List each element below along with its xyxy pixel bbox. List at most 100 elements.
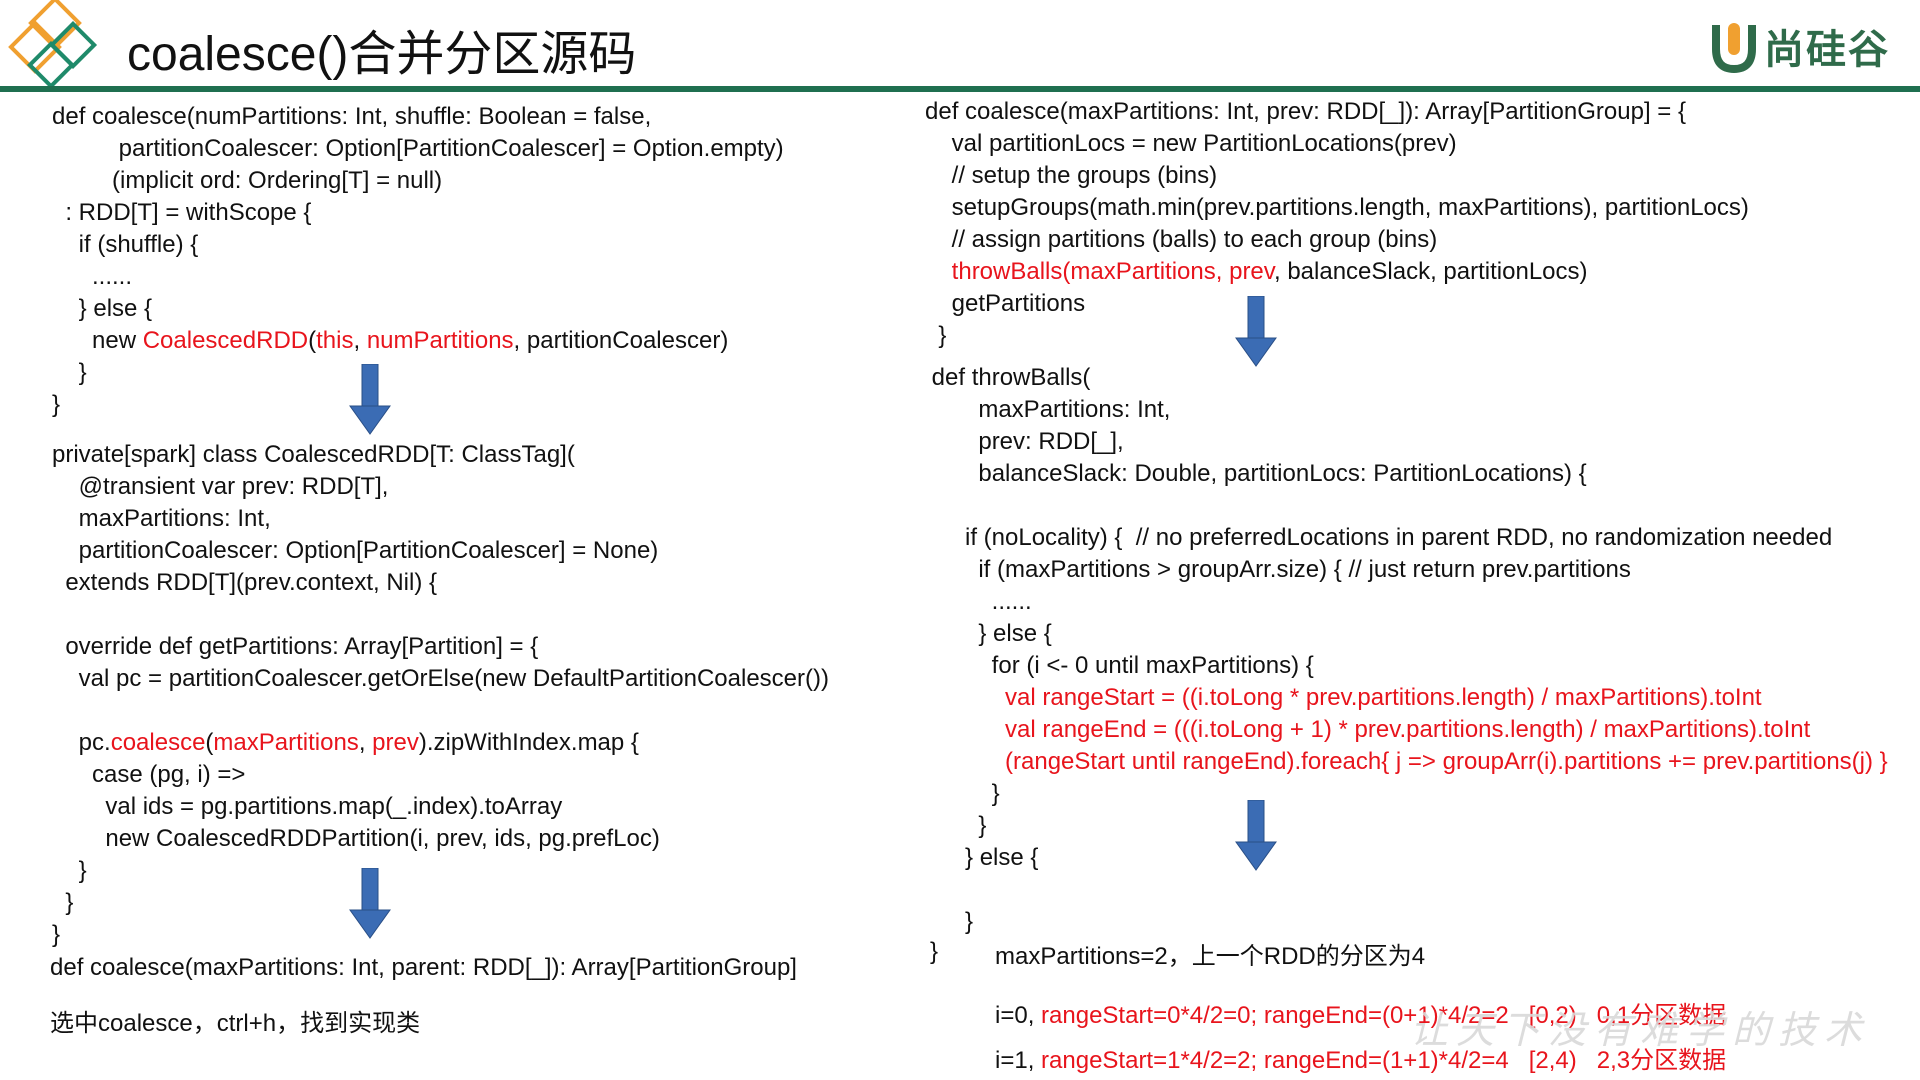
code-text: , balanceSlack, partitionLocs) bbox=[1274, 258, 1588, 285]
example-i0: i=0, rangeStart=0*4/2=0; rangeEnd=(0+1)*… bbox=[995, 995, 1726, 1030]
code-text: } bbox=[52, 359, 87, 386]
example-i0-calc: rangeStart=0*4/2=0; rangeEnd=(0+1)*4/2=2… bbox=[1041, 1002, 1727, 1029]
code-text: new CoalescedRDDPartition(i, prev, ids, … bbox=[52, 825, 660, 852]
code-line: pc.coalesce(maxPartitions, prev).zipWith… bbox=[52, 727, 829, 759]
header-divider bbox=[0, 86, 1920, 92]
left-code-coalesced-rdd: private[spark] class CoalescedRDD[T: Cla… bbox=[52, 439, 829, 951]
watermark-text: 让天下没有难学的技术 bbox=[1409, 1008, 1870, 1052]
brand-name: 尚硅谷 bbox=[1764, 28, 1890, 72]
code-text: ( bbox=[308, 327, 317, 354]
example-note: maxPartitions=2，上一个RDD的分区为4 bbox=[995, 943, 1426, 970]
code-text: for (i <- 0 until maxPartitions) { bbox=[925, 652, 1314, 679]
code-highlight: maxPartitions bbox=[213, 729, 359, 756]
code-highlight: prev bbox=[372, 729, 419, 756]
code-line: } else { bbox=[925, 618, 1888, 650]
right-closing-brace: } bbox=[930, 938, 939, 965]
code-line: balanceSlack: Double, partitionLocs: Par… bbox=[925, 458, 1888, 490]
code-text: partitionCoalescer: Option[PartitionCoal… bbox=[52, 135, 784, 162]
code-highlight: coalesce bbox=[110, 729, 206, 756]
code-line: prev: RDD[_], bbox=[925, 426, 1888, 458]
code-line: val pc = partitionCoalescer.getOrElse(ne… bbox=[52, 663, 829, 695]
code-line: val ids = pg.partitions.map(_.index).toA… bbox=[52, 791, 829, 823]
code-text: } bbox=[925, 812, 987, 839]
code-text: partitionCoalescer: Option[PartitionCoal… bbox=[52, 537, 659, 564]
code-highlight: val rangeStart = ((i.toLong * prev.parti… bbox=[925, 684, 1762, 711]
code-text: def coalesce(numPartitions: Int, shuffle… bbox=[52, 103, 652, 130]
code-line: case (pg, i) => bbox=[52, 759, 829, 791]
code-line: val rangeStart = ((i.toLong * prev.parti… bbox=[925, 682, 1888, 714]
code-line: if (maxPartitions > groupArr.size) { // … bbox=[925, 554, 1888, 586]
code-text: } bbox=[52, 889, 74, 916]
code-text: override def getPartitions: Array[Partit… bbox=[52, 633, 539, 660]
code-text: } else { bbox=[52, 295, 153, 322]
code-line bbox=[925, 490, 1888, 522]
code-line: override def getPartitions: Array[Partit… bbox=[52, 631, 829, 663]
code-line: } bbox=[52, 919, 829, 951]
code-text: if (noLocality) { // no preferredLocatio… bbox=[925, 524, 1833, 551]
code-line: } bbox=[52, 357, 784, 389]
code-line: } bbox=[52, 887, 829, 919]
code-text: prev: RDD[_], bbox=[925, 428, 1124, 455]
code-text: } bbox=[925, 780, 1000, 807]
code-line: } bbox=[925, 320, 1749, 352]
code-line: setupGroups(math.min(prev.partitions.len… bbox=[925, 192, 1749, 224]
code-highlight: numPartitions bbox=[366, 327, 514, 354]
left-code-coalesce: def coalesce(numPartitions: Int, shuffle… bbox=[52, 101, 784, 421]
example-i0-prefix: i=0, bbox=[995, 1002, 1042, 1029]
code-line: : RDD[T] = withScope { bbox=[52, 197, 784, 229]
code-line: partitionCoalescer: Option[PartitionCoal… bbox=[52, 133, 784, 165]
code-line: // assign partitions (balls) to each gro… bbox=[925, 224, 1749, 256]
example-i1-prefix: i=1, bbox=[995, 1047, 1042, 1074]
code-line: @transient var prev: RDD[T], bbox=[52, 471, 829, 503]
code-line: val partitionLocs = new PartitionLocatio… bbox=[925, 128, 1749, 160]
code-line: def coalesce(maxPartitions: Int, prev: R… bbox=[925, 96, 1749, 128]
diamond-logo-icon bbox=[8, 0, 98, 88]
code-text: balanceSlack: Double, partitionLocs: Par… bbox=[925, 460, 1587, 487]
down-arrow-icon bbox=[1235, 800, 1277, 871]
code-line: } bbox=[925, 906, 1888, 938]
code-text: maxPartitions: Int, bbox=[925, 396, 1171, 423]
code-line: new CoalescedRDD(this, numPartitions, pa… bbox=[52, 325, 784, 357]
code-text: getPartitions bbox=[925, 290, 1086, 317]
code-line: def coalesce(numPartitions: Int, shuffle… bbox=[52, 101, 784, 133]
code-text: } bbox=[52, 391, 61, 418]
code-text: } bbox=[52, 857, 87, 884]
slide-header: coalesce()合并分区源码 尚硅谷 bbox=[0, 0, 1920, 92]
code-line: for (i <- 0 until maxPartitions) { bbox=[925, 650, 1888, 682]
code-text: case (pg, i) => bbox=[52, 761, 246, 788]
code-text: val partitionLocs = new PartitionLocatio… bbox=[925, 130, 1457, 157]
code-text: pc. bbox=[52, 729, 111, 756]
code-line: } else { bbox=[925, 842, 1888, 874]
code-line: ...... bbox=[925, 586, 1888, 618]
code-line: if (shuffle) { bbox=[52, 229, 784, 261]
code-text: if (shuffle) { bbox=[52, 231, 199, 258]
code-line: } bbox=[925, 778, 1888, 810]
code-highlight: CoalescedRDD bbox=[142, 327, 309, 354]
right-code-throwballs: def throwBalls( maxPartitions: Int, prev… bbox=[925, 362, 1888, 938]
code-text: extends RDD[T](prev.context, Nil) { bbox=[52, 569, 438, 596]
code-line: (implicit ord: Ordering[T] = null) bbox=[52, 165, 784, 197]
code-text: def throwBalls( bbox=[925, 364, 1091, 391]
page-title: coalesce()合并分区源码 bbox=[127, 28, 637, 81]
code-text: ).zipWithIndex.map { bbox=[418, 729, 639, 756]
code-line: } bbox=[52, 389, 784, 421]
code-text: // setup the groups (bins) bbox=[925, 162, 1218, 189]
code-line: } bbox=[52, 855, 829, 887]
left-signature: def coalesce(maxPartitions: Int, parent:… bbox=[50, 954, 797, 981]
code-line: val rangeEnd = (((i.toLong + 1) * prev.p… bbox=[925, 714, 1888, 746]
code-text: , bbox=[353, 327, 367, 354]
code-text: val pc = partitionCoalescer.getOrElse(ne… bbox=[52, 665, 829, 692]
left-hint: 选中coalesce，ctrl+h，找到实现类 bbox=[50, 1010, 421, 1037]
code-line: // setup the groups (bins) bbox=[925, 160, 1749, 192]
code-text: } bbox=[925, 322, 947, 349]
code-text: ...... bbox=[925, 588, 1032, 615]
code-text: , bbox=[358, 729, 373, 756]
code-line: new CoalescedRDDPartition(i, prev, ids, … bbox=[52, 823, 829, 855]
code-line: maxPartitions: Int, bbox=[52, 503, 829, 535]
code-text: } else { bbox=[925, 620, 1052, 647]
code-line bbox=[925, 874, 1888, 906]
code-highlight: throwBalls(maxPartitions, prev bbox=[951, 258, 1274, 285]
code-text: maxPartitions: Int, bbox=[52, 505, 271, 532]
code-line: ...... bbox=[52, 261, 784, 293]
code-line: (rangeStart until rangeEnd).foreach{ j =… bbox=[925, 746, 1888, 778]
